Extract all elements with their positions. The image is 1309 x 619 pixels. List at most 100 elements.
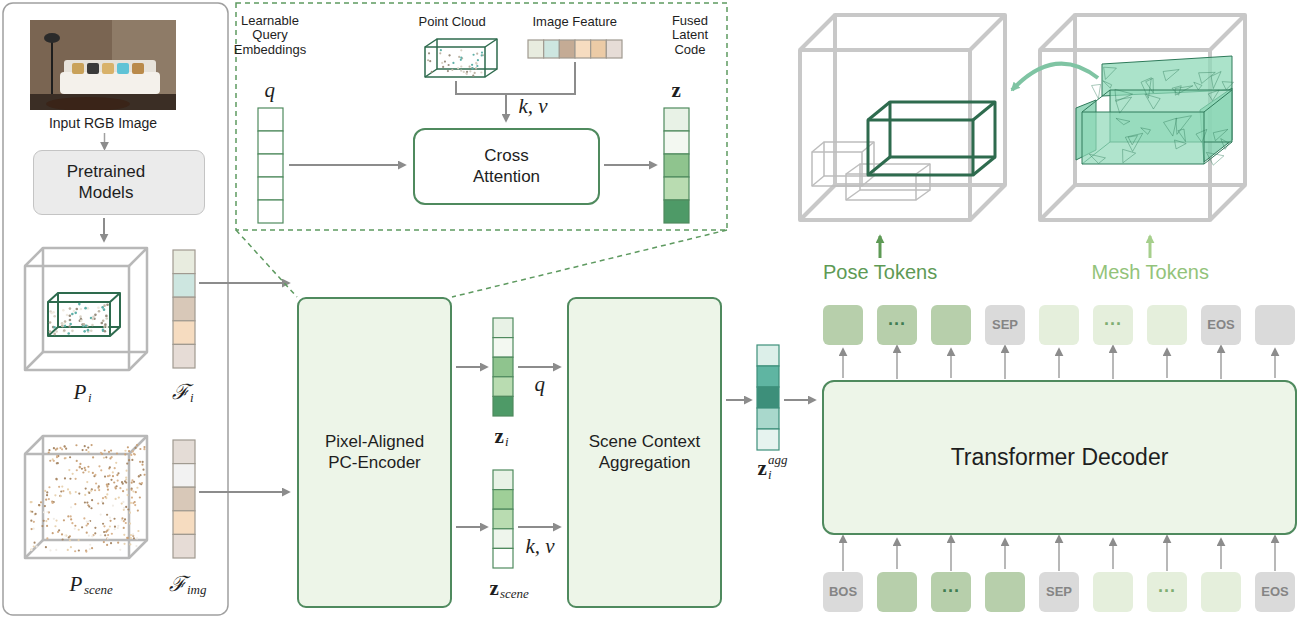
point xyxy=(92,472,94,474)
point xyxy=(88,491,90,493)
cube-edge xyxy=(970,15,1005,50)
coffee-table xyxy=(46,97,130,110)
point xyxy=(123,527,125,529)
point xyxy=(463,71,465,73)
node-text: Transformer Decoder xyxy=(951,444,1169,472)
point xyxy=(67,549,69,551)
transfer-arrow xyxy=(1012,64,1098,90)
point xyxy=(115,487,117,489)
point xyxy=(142,461,144,463)
box-edge xyxy=(1082,90,1110,112)
point xyxy=(33,521,35,523)
point xyxy=(62,490,64,492)
point xyxy=(49,330,52,333)
token-box: ··· xyxy=(931,572,971,612)
box-edge xyxy=(48,293,58,302)
cube-face xyxy=(43,436,147,540)
point xyxy=(132,450,134,452)
feature-cell xyxy=(664,108,689,131)
wall xyxy=(30,20,176,110)
math-symbol: z xyxy=(672,78,681,102)
point xyxy=(104,475,106,477)
point xyxy=(102,497,104,499)
pillow xyxy=(132,63,144,74)
point xyxy=(34,513,36,515)
object-box xyxy=(868,102,995,175)
feature-cell xyxy=(575,40,591,58)
point xyxy=(112,475,114,477)
feature-cell xyxy=(173,534,195,558)
aggregation-box: Scene Context Aggregation xyxy=(567,297,722,608)
feature-cell xyxy=(544,40,560,58)
point xyxy=(53,518,55,520)
point xyxy=(121,502,123,504)
point xyxy=(74,503,76,505)
point xyxy=(90,490,92,492)
point xyxy=(105,315,108,318)
point xyxy=(124,453,126,455)
point xyxy=(138,475,140,477)
arrow xyxy=(879,236,882,258)
point xyxy=(125,522,127,524)
feature-cell xyxy=(664,177,689,200)
point xyxy=(43,520,45,522)
point xyxy=(458,56,460,58)
feature-cell xyxy=(559,40,575,58)
pillow xyxy=(87,63,99,74)
point xyxy=(84,307,87,310)
inset-caption: Point Cloud xyxy=(419,15,486,30)
point xyxy=(33,528,35,530)
box-edge xyxy=(812,142,824,152)
point xyxy=(123,507,125,509)
box-edge xyxy=(973,102,995,120)
point xyxy=(72,473,74,475)
feature-cell xyxy=(493,548,513,568)
cube-edge xyxy=(1210,185,1245,220)
feature-cell xyxy=(664,131,689,154)
point xyxy=(143,474,145,476)
point xyxy=(431,71,433,73)
connector-arrow xyxy=(1058,536,1060,571)
point xyxy=(110,479,112,481)
point xyxy=(58,486,60,488)
arrow xyxy=(1004,539,1006,569)
point xyxy=(79,466,81,468)
lamp-pole xyxy=(51,40,53,94)
point xyxy=(88,520,90,522)
token-box: EOS xyxy=(1201,305,1241,345)
box-edge xyxy=(485,69,497,77)
token-group-label: Pose Tokens xyxy=(823,261,937,284)
cube-face xyxy=(25,266,129,370)
mesh-triangle xyxy=(1199,72,1216,83)
point xyxy=(448,54,450,56)
feature-cell xyxy=(258,177,283,200)
point xyxy=(50,312,53,315)
box-face xyxy=(1082,112,1204,164)
point xyxy=(101,453,103,455)
point xyxy=(118,496,120,498)
point xyxy=(138,475,140,477)
point xyxy=(89,548,91,550)
point xyxy=(88,505,90,507)
feature-cell xyxy=(493,470,513,490)
arrow xyxy=(1220,539,1222,569)
point xyxy=(41,525,43,527)
box-face xyxy=(868,120,973,175)
point xyxy=(106,493,108,495)
point xyxy=(128,459,130,461)
feature-cell xyxy=(757,387,779,408)
point xyxy=(91,547,93,549)
point xyxy=(105,497,107,499)
point xyxy=(127,446,129,448)
mesh-triangle xyxy=(1164,118,1177,136)
point xyxy=(48,451,50,453)
point xyxy=(55,519,57,521)
box-edge xyxy=(812,176,824,186)
point xyxy=(62,309,65,312)
token-square xyxy=(985,572,1025,612)
frozen-model-box: Pretrained Models xyxy=(33,150,205,215)
cube-edge xyxy=(1040,185,1075,220)
point xyxy=(44,490,46,492)
node-text: EOS xyxy=(1261,584,1288,600)
